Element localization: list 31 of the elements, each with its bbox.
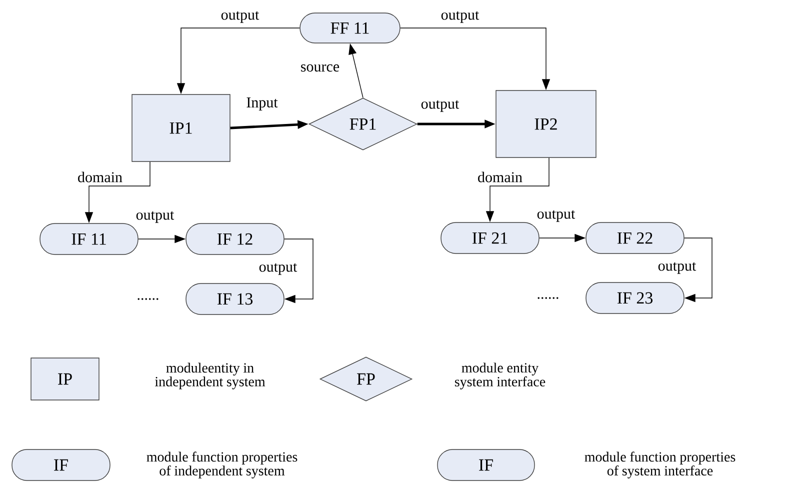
description-text: module function properties of independent system [146, 452, 298, 478]
rounded-box: IF [12, 449, 110, 481]
edge-label: output [536, 209, 576, 223]
arrow [284, 238, 314, 304]
rounded-box: IF 22 [586, 222, 684, 254]
description-text: module function properties of system interface [584, 452, 736, 478]
description-text: moduleentity in independent system [154, 362, 266, 390]
process-box: IP [30, 358, 100, 400]
rounded-box: IF 21 [440, 222, 540, 254]
rounded-box: IF 12 [186, 223, 284, 255]
edge-label: output [656, 261, 698, 275]
rounded-box: IF 11 [40, 223, 138, 255]
ellipsis-text: ...... [538, 297, 558, 299]
edge-label: domain [476, 170, 524, 184]
rounded-box: FF 11 [300, 12, 400, 44]
edge-label: output [258, 262, 298, 276]
ellipsis-text: ...... [138, 298, 158, 300]
edge-label: Input [245, 96, 279, 112]
description-text: module entity system interface [455, 362, 546, 390]
edge-label: output [420, 99, 460, 113]
rounded-box: IF 23 [586, 282, 684, 314]
rounded-box: IF 13 [186, 283, 284, 315]
edge-label: output [440, 10, 480, 24]
rounded-box: IF [437, 449, 535, 481]
edge-label: source [299, 63, 341, 73]
edge-label: output [220, 10, 260, 24]
process-box: IP2 [496, 90, 596, 158]
edge-label: domain [76, 170, 124, 184]
edge-label: output [134, 210, 176, 224]
arrow [684, 238, 712, 302]
process-box: IP1 [132, 94, 230, 162]
